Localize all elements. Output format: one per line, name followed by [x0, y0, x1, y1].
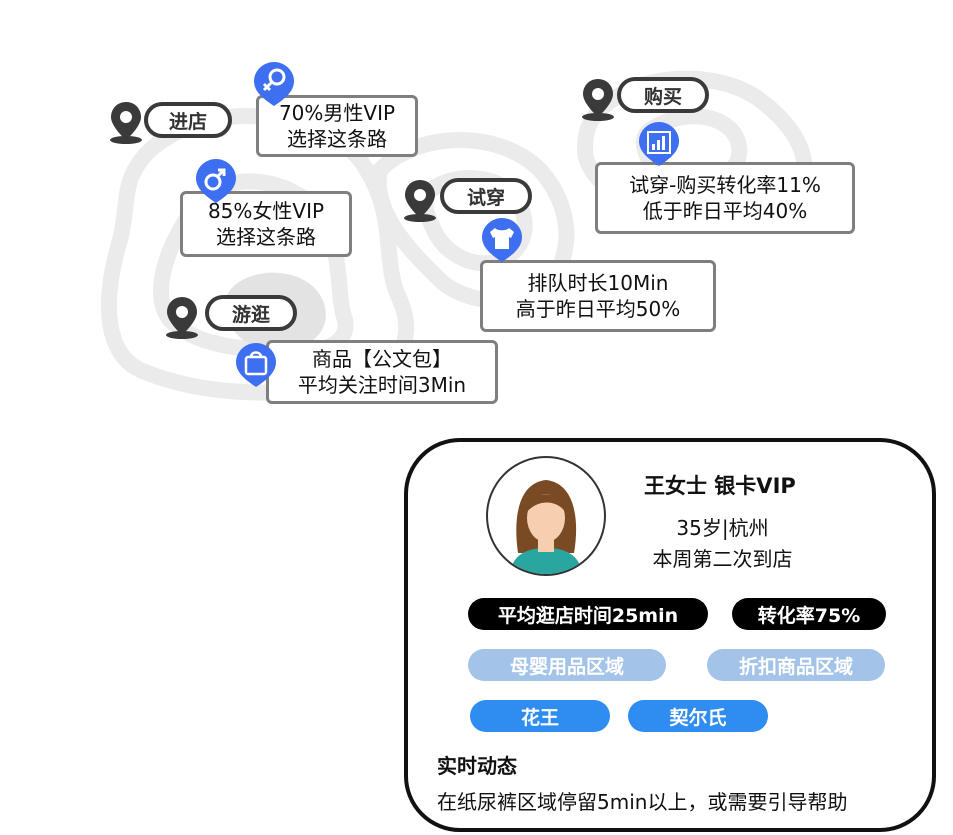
product-info-box: 商品【公文包】 平均关注时间3Min	[266, 340, 498, 404]
info-line: 85%女性VIP	[207, 199, 325, 223]
map-pin-icon	[166, 297, 198, 339]
info-line: 平均关注时间3Min	[297, 373, 467, 397]
female-symbol-icon	[254, 62, 294, 106]
info-line: 低于昨日平均40%	[642, 199, 808, 223]
info-line: 70%男性VIP	[278, 101, 396, 125]
area-baby-tag: 母婴用品区域	[468, 649, 666, 681]
female-vip-info-box: 85%女性VIP 选择这条路	[180, 191, 352, 257]
shopping-bag-icon	[236, 343, 276, 387]
bar-chart-icon	[639, 122, 679, 166]
conversion-rate-tag: 转化率75%	[732, 598, 886, 630]
info-line: 选择这条路	[287, 127, 387, 151]
customer-age-city: 35岁|杭州	[676, 516, 769, 540]
info-line: 商品【公文包】	[312, 347, 452, 371]
stage-enter-pill: 进店	[144, 102, 232, 138]
queue-info-box: 排队时长10Min 高于昨日平均50%	[480, 260, 716, 332]
male-vip-info-box: 70%男性VIP 选择这条路	[256, 95, 418, 157]
map-pin-icon	[404, 180, 436, 222]
area-discount-tag: 折扣商品区域	[707, 649, 885, 681]
customer-visit-info: 本周第二次到店	[652, 547, 793, 571]
brand-tag: 契尔氏	[628, 700, 768, 732]
map-pin-icon	[582, 79, 614, 121]
info-line: 试穿-购买转化率11%	[629, 173, 821, 197]
conversion-info-box: 试穿-购买转化率11% 低于昨日平均40%	[595, 162, 855, 234]
info-line: 高于昨日平均50%	[515, 297, 681, 321]
avg-time-tag: 平均逛店时间25min	[468, 598, 708, 630]
realtime-text: 在纸尿裤区域停留5min以上，或需要引导帮助	[437, 790, 848, 814]
map-pin-icon	[110, 102, 142, 144]
info-line: 排队时长10Min	[527, 271, 669, 295]
tshirt-icon	[482, 218, 522, 262]
avatar	[486, 456, 606, 576]
realtime-title: 实时动态	[437, 754, 517, 778]
customer-name: 王女士 银卡VIP	[644, 474, 796, 498]
brand-tag: 花王	[470, 700, 610, 732]
male-symbol-icon	[196, 159, 236, 203]
stage-tryon-pill: 试穿	[440, 178, 532, 214]
stage-buy-pill: 购买	[617, 77, 709, 113]
stage-browse-pill: 游逛	[205, 295, 297, 331]
info-line: 选择这条路	[216, 225, 316, 249]
